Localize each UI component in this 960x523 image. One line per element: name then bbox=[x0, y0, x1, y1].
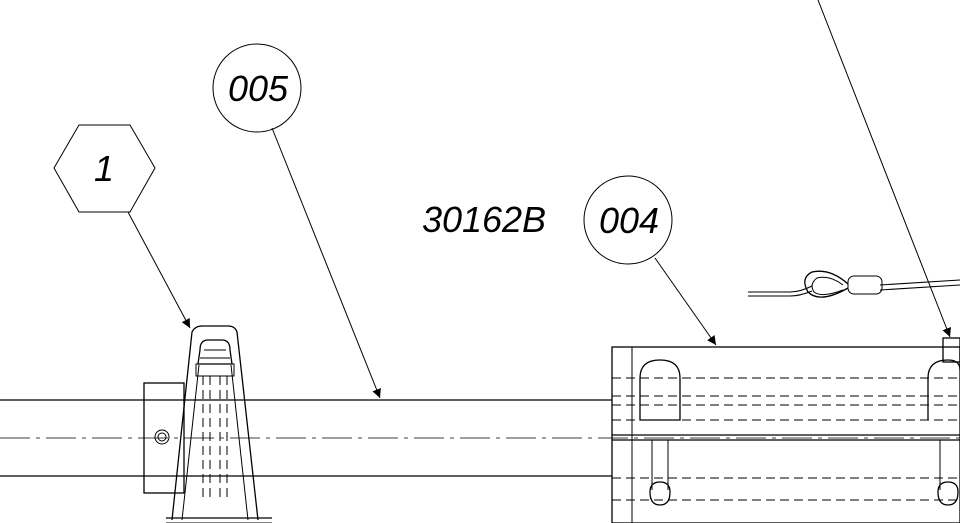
part-number-label: 30162B bbox=[422, 199, 546, 240]
rod-part bbox=[0, 399, 960, 477]
balloon-004: 004 bbox=[583, 175, 673, 265]
hexagon-balloon-shape bbox=[53, 124, 156, 213]
leader-lines bbox=[127, 0, 951, 399]
balloon-1: 1 bbox=[53, 124, 156, 213]
leader-004 bbox=[654, 257, 717, 346]
leader-1 bbox=[127, 211, 191, 329]
balloon-1-text: 1 bbox=[94, 148, 114, 189]
lanyard-part bbox=[748, 270, 960, 298]
block-part bbox=[611, 337, 960, 523]
leader-005 bbox=[271, 127, 381, 399]
clamp-bracket-part bbox=[143, 325, 272, 523]
leader-offscreen bbox=[817, 0, 951, 338]
balloon-004-text: 004 bbox=[599, 200, 659, 241]
balloon-005-text: 005 bbox=[228, 68, 289, 109]
circle-balloon-shape bbox=[583, 175, 673, 265]
circle-balloon-shape bbox=[212, 43, 302, 133]
balloon-005: 005 bbox=[212, 43, 302, 133]
